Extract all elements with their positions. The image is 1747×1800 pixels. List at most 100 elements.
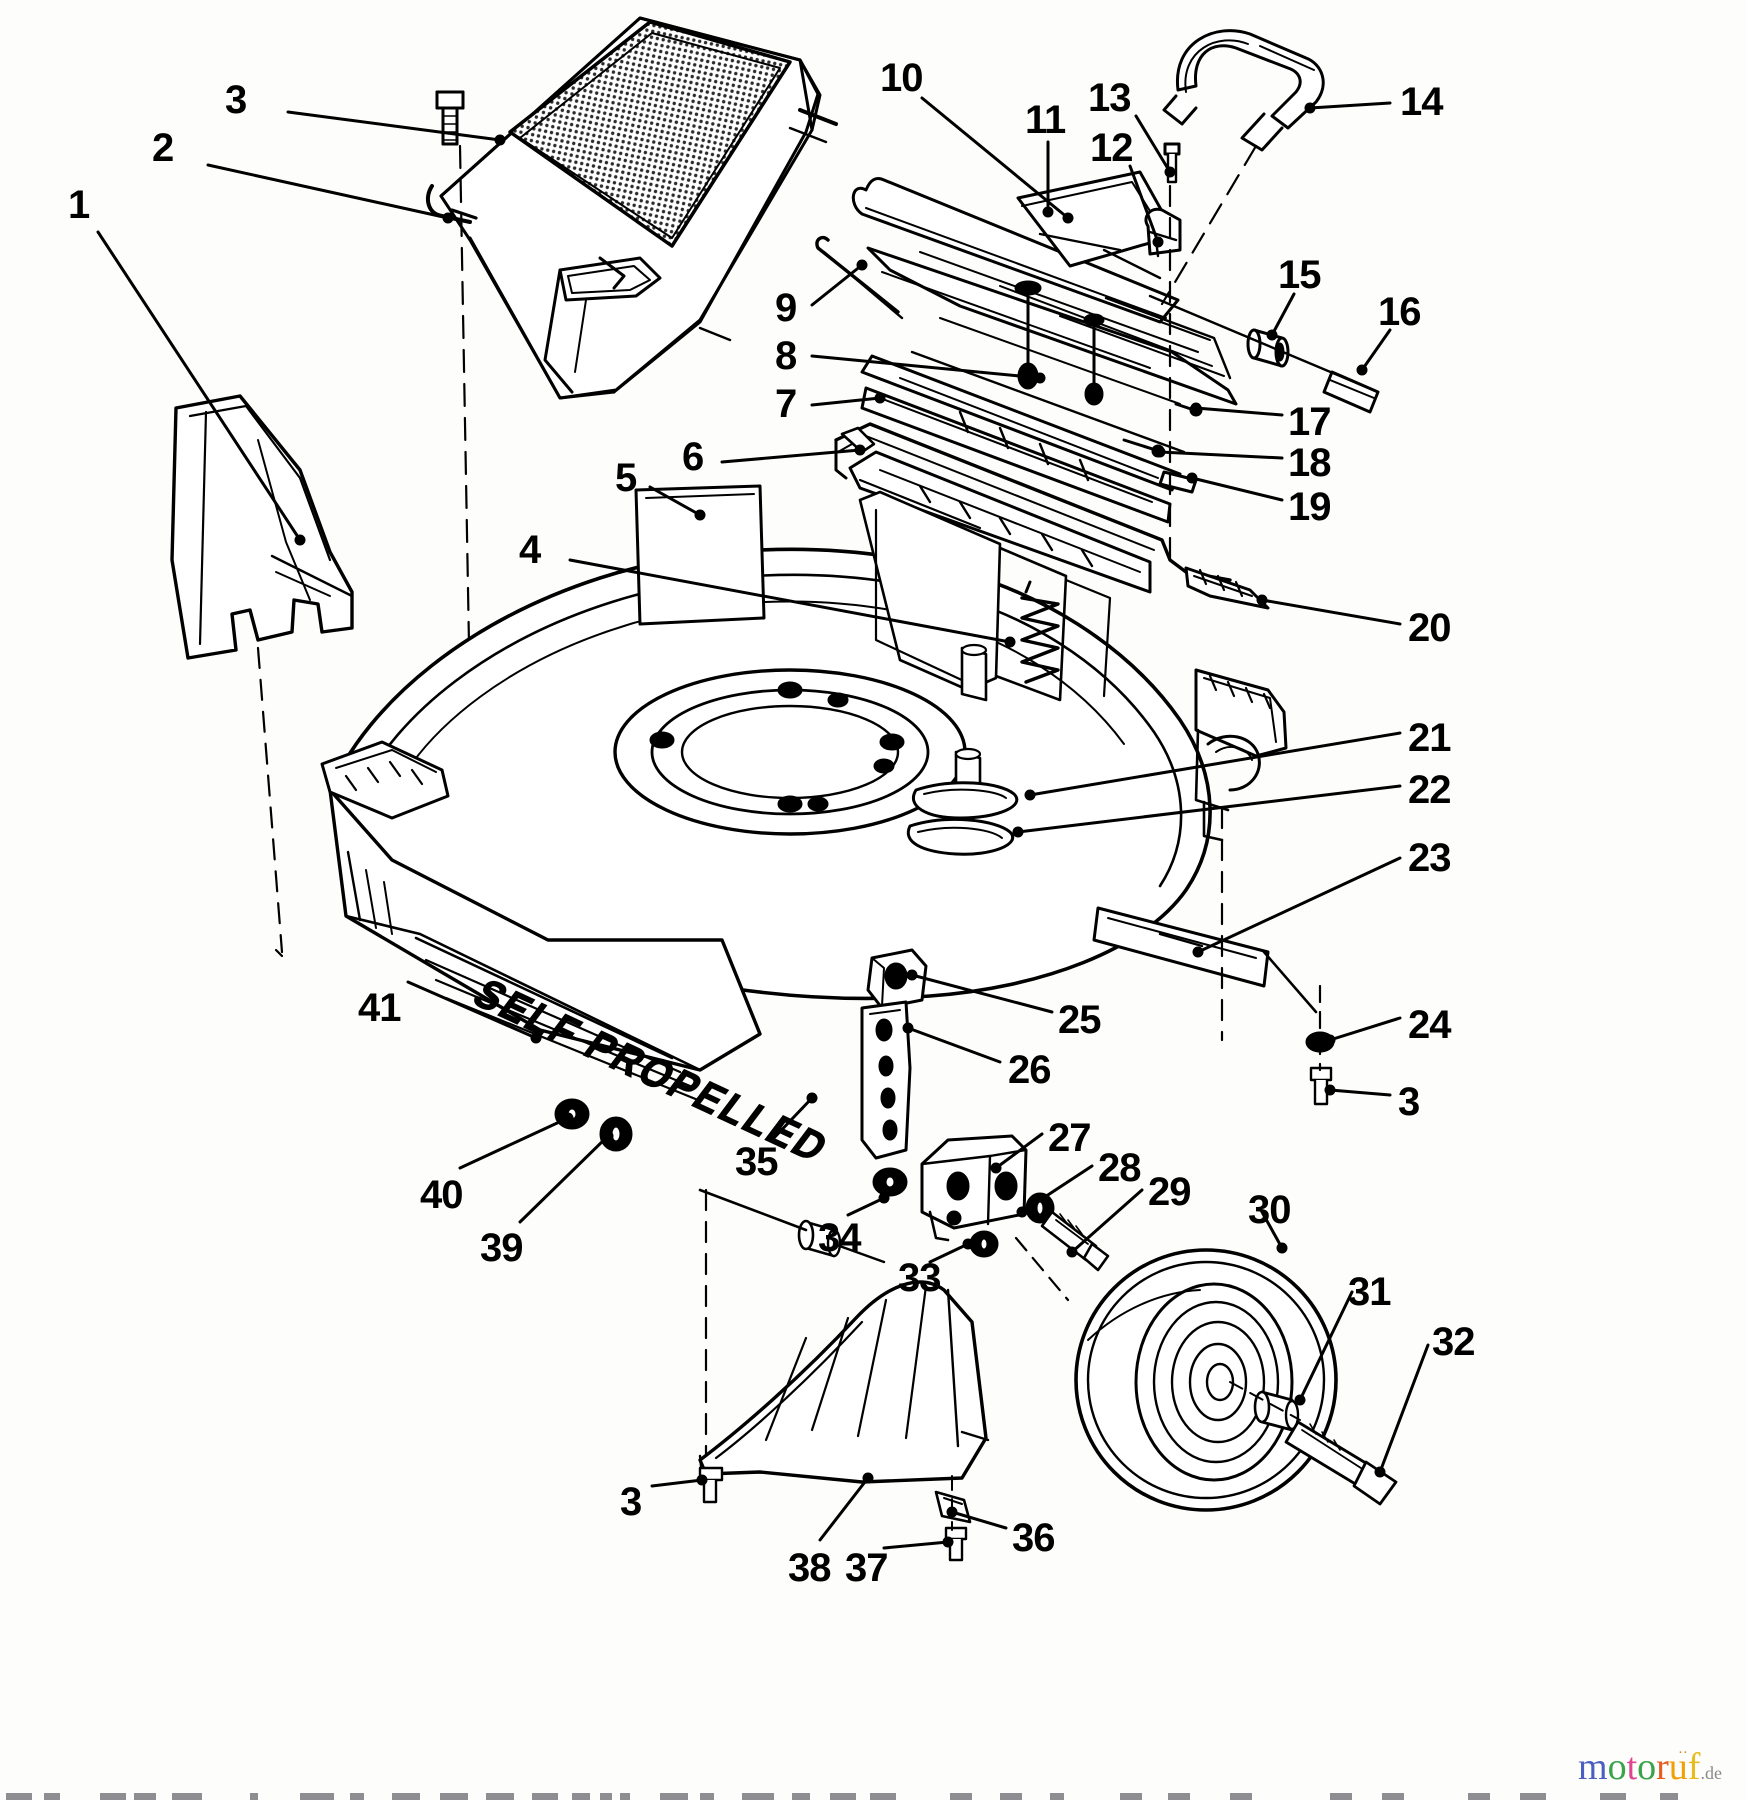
leader-line-35 bbox=[770, 1096, 814, 1142]
clipped-text-block-21 bbox=[950, 1793, 972, 1800]
leader-line-13 bbox=[1134, 114, 1172, 174]
clipped-text-block-31 bbox=[1600, 1793, 1626, 1800]
part-handle-grille bbox=[866, 246, 1238, 406]
leader-line-7 bbox=[810, 396, 882, 407]
leader-dot-9 bbox=[856, 259, 868, 271]
clipped-bottom-text-strip bbox=[0, 1793, 1747, 1800]
leader-dot-25 bbox=[906, 969, 918, 981]
leader-line-9 bbox=[810, 263, 864, 307]
clipped-text-block-13 bbox=[600, 1793, 612, 1800]
clipped-text-block-20 bbox=[870, 1793, 896, 1800]
callout-number-41: 41 bbox=[358, 986, 401, 1030]
part-washer-28 bbox=[1025, 1192, 1055, 1224]
callout-number-32: 32 bbox=[1432, 1320, 1475, 1364]
callout-number-24: 24 bbox=[1408, 1003, 1451, 1047]
leader-dot-29 bbox=[1066, 1246, 1078, 1258]
callout-number-20: 20 bbox=[1408, 606, 1451, 650]
leader-line-34 bbox=[846, 1196, 886, 1217]
part-washer-34 bbox=[872, 1167, 908, 1197]
leader-line-26 bbox=[906, 1026, 1002, 1064]
clipped-text-block-8 bbox=[392, 1793, 420, 1800]
callout-number-5: 5 bbox=[615, 456, 637, 500]
leader-line-23 bbox=[1196, 856, 1402, 954]
leader-line-19 bbox=[1190, 476, 1284, 502]
watermark-letter-3: o bbox=[1637, 1746, 1657, 1788]
callout-number-15: 15 bbox=[1278, 253, 1321, 297]
part-fastener-8b bbox=[1083, 313, 1105, 406]
part-bushing-35 bbox=[698, 1188, 886, 1264]
leader-line-37 bbox=[882, 1540, 950, 1550]
callout-number-21: 21 bbox=[1408, 716, 1451, 760]
leader-line-14 bbox=[1308, 101, 1392, 110]
leader-line-39 bbox=[518, 1134, 610, 1224]
leader-dot-37 bbox=[942, 1536, 954, 1548]
leader-line-38 bbox=[818, 1476, 870, 1542]
callout-number-35: 35 bbox=[735, 1140, 778, 1184]
watermark-dot: ·· bbox=[1677, 1745, 1688, 1761]
callout-number-40: 40 bbox=[420, 1173, 463, 1217]
leader-dot-2 bbox=[442, 212, 454, 224]
leader-dot-33 bbox=[962, 1238, 974, 1250]
callout-number-10: 10 bbox=[880, 56, 923, 100]
clipped-text-block-26 bbox=[1230, 1793, 1252, 1800]
callout-number-7: 7 bbox=[775, 382, 797, 426]
leader-line-29 bbox=[1070, 1188, 1144, 1254]
callout-number-16: 16 bbox=[1378, 290, 1421, 334]
watermark-letter-5: u bbox=[1668, 1746, 1688, 1788]
callout-number-30: 30 bbox=[1248, 1188, 1291, 1232]
part-upper-handle-bar bbox=[851, 170, 1180, 324]
leader-line-3a bbox=[286, 110, 502, 142]
leader-dot-3c bbox=[696, 1474, 708, 1486]
part-fastener-8 bbox=[1014, 280, 1042, 390]
part-washer-39 bbox=[599, 1116, 633, 1152]
watermark-letter-0: m bbox=[1578, 1746, 1608, 1788]
clipped-text-block-17 bbox=[742, 1793, 774, 1800]
callout-number-9: 9 bbox=[775, 286, 797, 330]
leader-dot-15 bbox=[1266, 329, 1278, 341]
leader-dot-39 bbox=[602, 1130, 614, 1142]
leader-dot-24 bbox=[1324, 1034, 1336, 1046]
leader-line-8 bbox=[810, 354, 1042, 380]
callout-number-27: 27 bbox=[1048, 1116, 1091, 1160]
clipped-text-block-11 bbox=[532, 1793, 558, 1800]
part-rod-23 bbox=[1092, 906, 1318, 1014]
part-shaft-16 bbox=[1322, 370, 1380, 414]
callout-number-8: 8 bbox=[775, 334, 797, 378]
clipped-text-block-28 bbox=[1382, 1793, 1404, 1800]
leader-dot-19 bbox=[1186, 472, 1198, 484]
clipped-text-block-30 bbox=[1520, 1793, 1546, 1800]
leader-line-27 bbox=[994, 1132, 1044, 1170]
callout-number-3c: 3 bbox=[620, 1480, 642, 1524]
clipped-text-block-14 bbox=[620, 1793, 630, 1800]
leader-line-20 bbox=[1260, 598, 1402, 626]
part-wheel-30 bbox=[1074, 1248, 1338, 1512]
clipped-text-block-2 bbox=[100, 1793, 126, 1800]
leader-dot-23 bbox=[1192, 946, 1204, 958]
callout-number-29: 29 bbox=[1148, 1170, 1191, 1214]
callout-number-18: 18 bbox=[1288, 441, 1331, 485]
leader-dot-36 bbox=[946, 1506, 958, 1518]
clipped-text-block-29 bbox=[1468, 1793, 1490, 1800]
clipped-text-block-32 bbox=[1660, 1793, 1678, 1800]
leader-line-24 bbox=[1328, 1016, 1402, 1042]
leader-line-18 bbox=[1158, 450, 1284, 460]
leader-line-36 bbox=[950, 1510, 1008, 1530]
callout-number-13: 13 bbox=[1088, 76, 1131, 120]
clipped-text-block-1 bbox=[44, 1793, 60, 1800]
clipped-text-block-3 bbox=[134, 1793, 156, 1800]
watermark-letter-4: r bbox=[1656, 1746, 1669, 1788]
leader-dot-1 bbox=[294, 534, 306, 546]
callout-number-33: 33 bbox=[898, 1256, 941, 1300]
clipped-text-block-6 bbox=[300, 1793, 334, 1800]
callout-number-37: 37 bbox=[845, 1546, 888, 1590]
part-spring-4 bbox=[1020, 580, 1060, 684]
part-side-shield-1 bbox=[170, 394, 354, 660]
callout-number-3a: 3 bbox=[225, 78, 247, 122]
leader-dot-14 bbox=[1304, 102, 1316, 114]
leader-dot-38 bbox=[862, 1472, 874, 1484]
leader-dot-16 bbox=[1356, 364, 1368, 376]
callout-number-22: 22 bbox=[1408, 768, 1451, 812]
leader-dot-3b bbox=[1324, 1084, 1336, 1096]
watermark-letter-6: f bbox=[1687, 1746, 1701, 1788]
part-deflector-38 bbox=[698, 1280, 990, 1484]
